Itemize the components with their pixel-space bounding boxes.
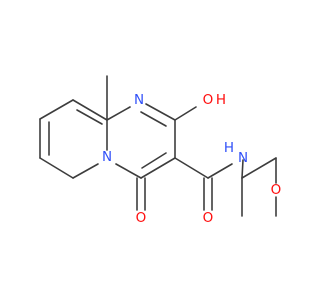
atom-o-ether: O — [271, 182, 282, 198]
bond — [140, 157, 176, 179]
atom-n-bridgehead: N — [102, 149, 112, 165]
atom-n-ring: N — [134, 92, 144, 108]
bond — [241, 157, 277, 179]
bond — [140, 111, 167, 127]
bond — [115, 163, 142, 179]
atom-o-hydroxy: O — [203, 92, 214, 108]
bond — [39, 157, 74, 179]
bond — [39, 99, 74, 120]
atom-h-hydroxy: H — [216, 92, 226, 108]
bond — [174, 106, 197, 121]
bond — [241, 159, 244, 179]
atom-labels: N N O H O O N H O — [102, 92, 281, 226]
bond — [72, 99, 108, 121]
bond — [174, 157, 209, 179]
bond — [141, 152, 167, 169]
molecule-structure: N N O H O O N H O — [39, 75, 281, 226]
atom-o-keto: O — [136, 210, 147, 226]
atom-n-amide: N — [238, 150, 248, 166]
bond — [106, 106, 131, 121]
bond — [76, 109, 103, 125]
atom-h-amide: H — [224, 140, 234, 156]
bonds — [39, 75, 277, 217]
atom-o-amide: O — [203, 210, 214, 226]
bond — [72, 163, 99, 179]
bond — [207, 163, 233, 179]
bond — [145, 103, 176, 121]
